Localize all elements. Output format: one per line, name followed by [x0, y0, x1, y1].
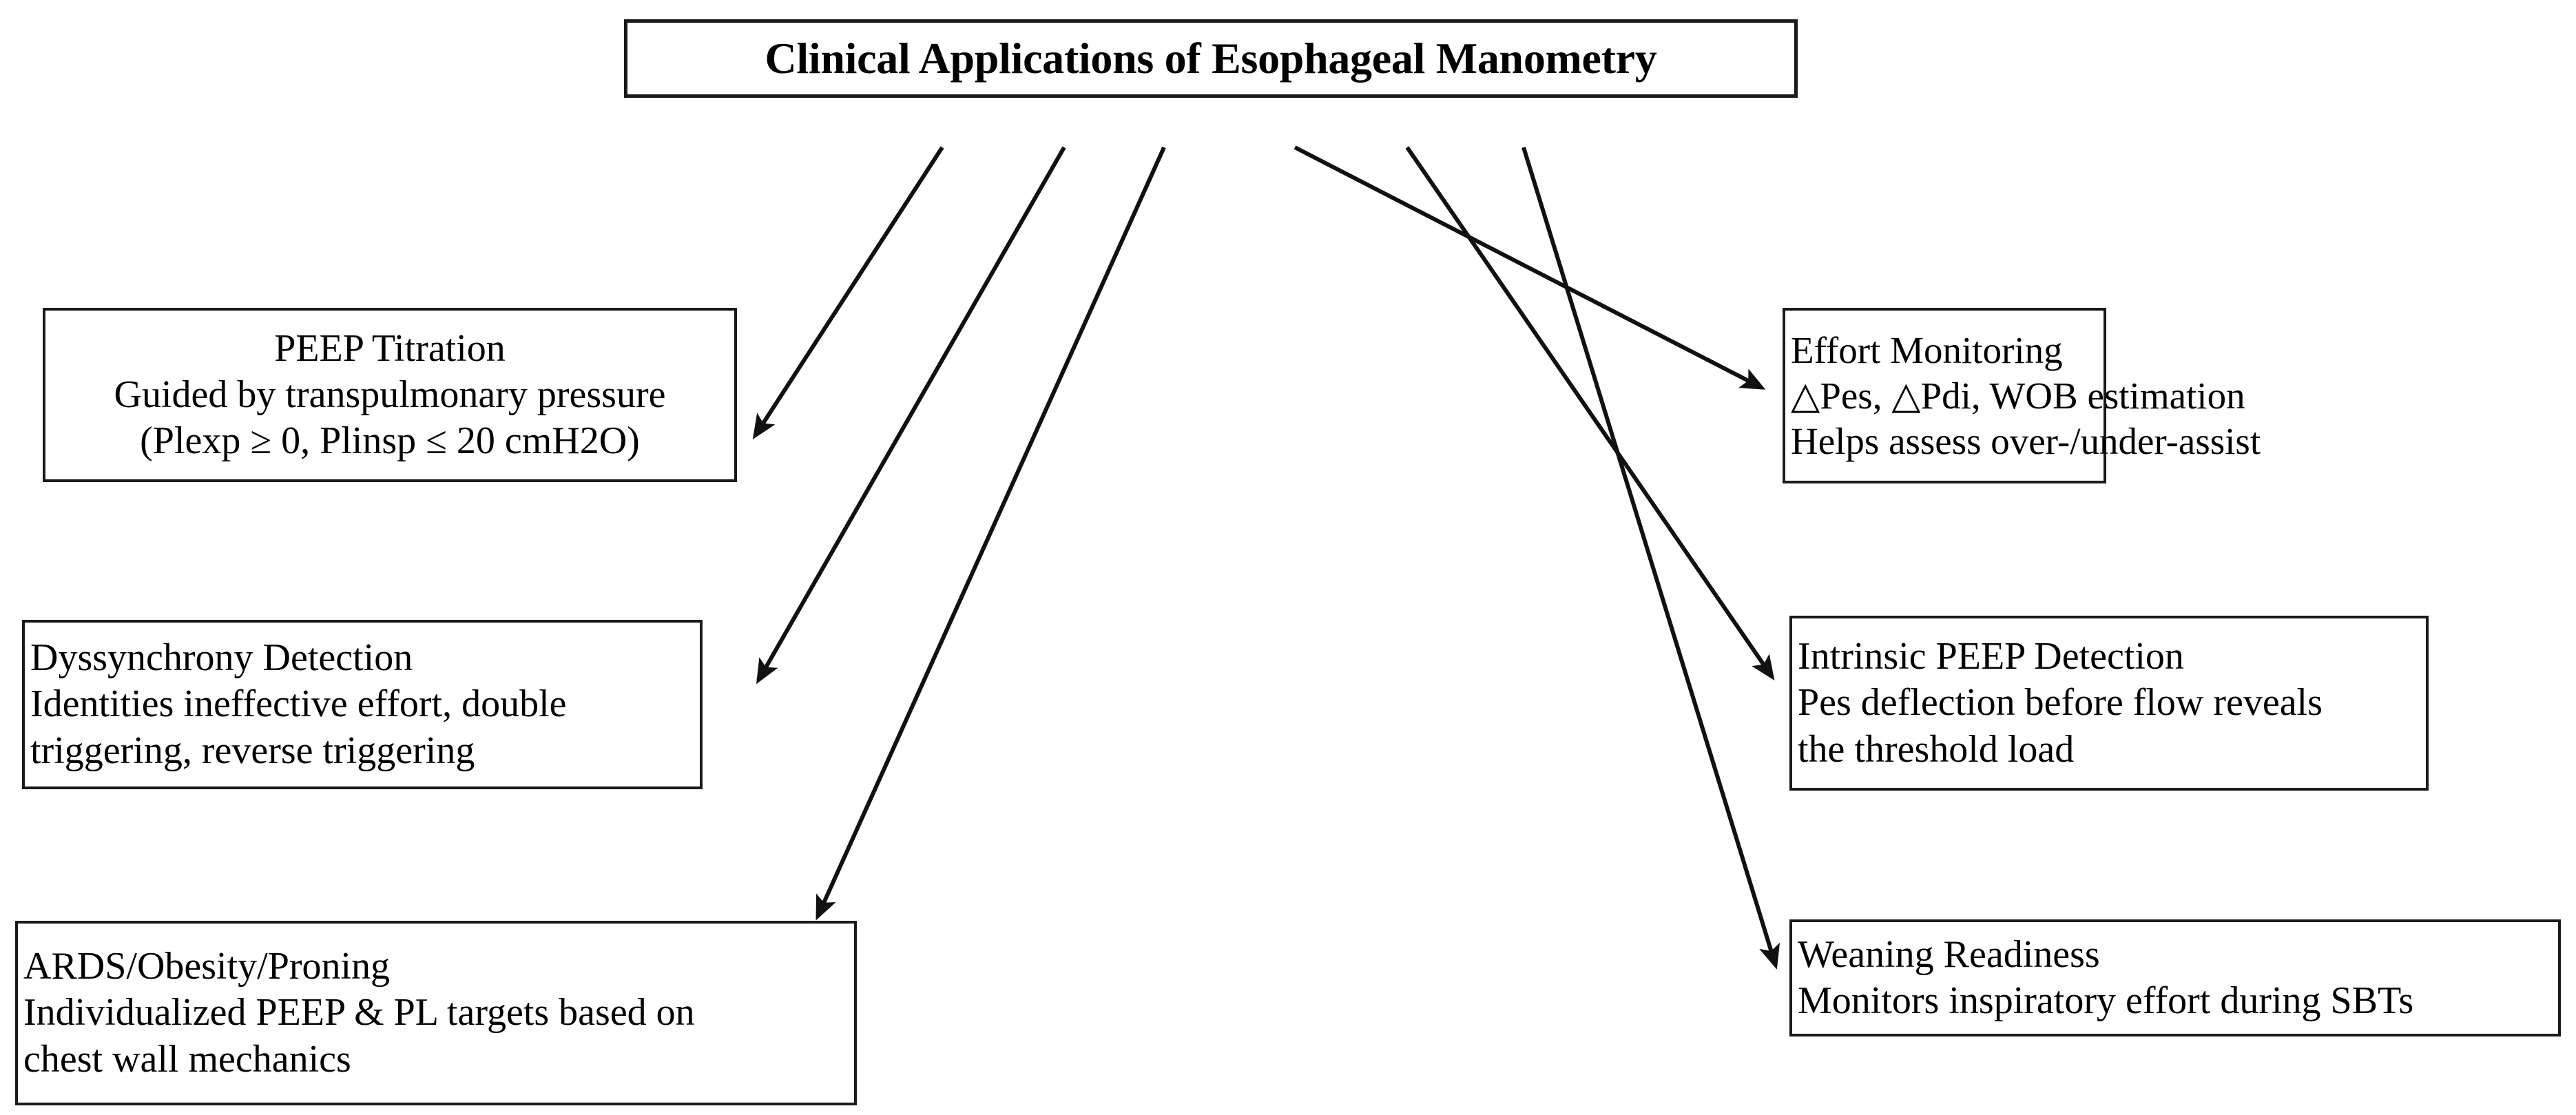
node-ards-obesity-proning: ARDS/Obesity/Proning Individualized PEEP… [15, 921, 857, 1105]
arrow-title-to-intrinsic [1405, 146, 1775, 680]
node-dyssynchrony-line-1: Dyssynchrony Detection [30, 636, 413, 680]
node-dyssynchrony-detection: Dyssynchrony Detection Identities ineffe… [22, 620, 703, 789]
node-intrinsic-peep-detection: Intrinsic PEEP Detection Pes deflection … [1789, 616, 2429, 791]
node-dyssynchrony-line-2: Identities ineffective effort, double [30, 682, 567, 726]
node-weaning-line-2: Monitors inspiratory effort during SBTs [1798, 979, 2414, 1022]
node-intrinsic-line-1: Intrinsic PEEP Detection [1798, 635, 2184, 678]
node-intrinsic-line-3: the threshold load [1798, 727, 2075, 771]
node-ards-line-2: Individualized PEEP & PL targets based o… [23, 991, 695, 1034]
node-weaning-readiness: Weaning Readiness Monitors inspiratory e… [1789, 919, 2561, 1036]
node-peep-titration: PEEP Titration Guided by transpulmonary … [43, 308, 737, 482]
node-effort-monitoring: Effort Monitoring △Pes, △Pdi, WOB estima… [1783, 308, 2261, 483]
arrow-title-to-effort [1294, 145, 1766, 390]
arrow-title-to-ards [816, 146, 1166, 921]
node-ards-line-3: chest wall mechanics [23, 1037, 351, 1081]
diagram-title-box: Clinical Applications of Esophageal Mano… [624, 19, 1798, 98]
node-peep-line-1: PEEP Titration [274, 326, 506, 370]
node-intrinsic-line-2: Pes deflection before flow reveals [1798, 681, 2323, 725]
arrow-title-to-weaning [1521, 147, 1780, 970]
node-peep-line-2: Guided by transpulmonary pressure [114, 373, 666, 416]
arrow-title-to-peep [752, 146, 944, 440]
node-effort-line-1: Effort Monitoring [1791, 329, 2063, 371]
node-dyssynchrony-line-3: triggering, reverse triggering [30, 729, 475, 772]
node-weaning-line-1: Weaning Readiness [1798, 932, 2100, 976]
arrow-title-to-dyssynchrony [756, 146, 1066, 685]
node-ards-line-1: ARDS/Obesity/Proning [23, 945, 391, 988]
node-effort-line-3: Helps assess over-/under-assist [1791, 419, 2261, 462]
diagram-title-text: Clinical Applications of Esophageal Mano… [765, 33, 1657, 83]
node-peep-line-3: (Plexp ≥ 0, Plinsp ≤ 20 cmH2O) [140, 419, 640, 463]
node-effort-line-2: △Pes, △Pdi, WOB estimation [1791, 374, 2245, 417]
